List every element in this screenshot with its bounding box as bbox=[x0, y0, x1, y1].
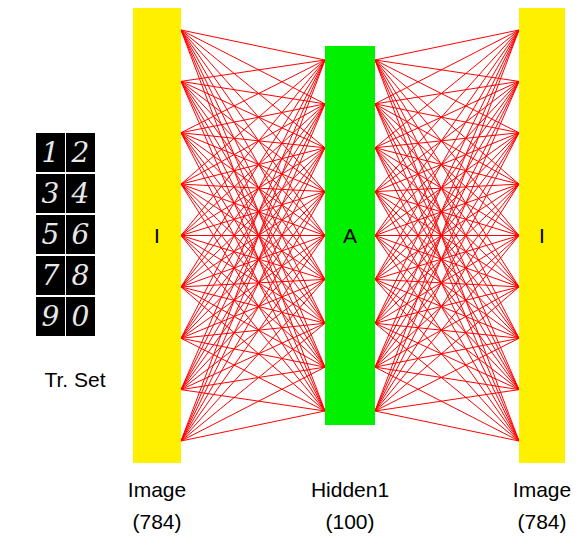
training-set-label: Tr. Set bbox=[25, 366, 125, 394]
layer-letter: I bbox=[519, 224, 565, 248]
layer-letter: A bbox=[325, 224, 375, 248]
training-digit: 3 bbox=[36, 174, 65, 213]
training-digit: 5 bbox=[36, 215, 65, 254]
full-connection-weights bbox=[375, 30, 519, 441]
training-digit: 4 bbox=[66, 174, 95, 213]
training-digit: 7 bbox=[36, 256, 65, 295]
training-digit: 6 bbox=[66, 215, 95, 254]
output-layer-band: IImage (784) bbox=[519, 8, 565, 463]
training-digit: 2 bbox=[66, 133, 95, 172]
training-digit: 0 bbox=[66, 297, 95, 336]
hidden-layer-band: AHidden1 (100) bbox=[325, 46, 375, 425]
training-digit: 8 bbox=[66, 256, 95, 295]
layer-letter: I bbox=[133, 224, 181, 248]
training-digit: 9 bbox=[36, 297, 65, 336]
layer-caption: Image (784) bbox=[502, 474, 579, 538]
full-connection-weights bbox=[181, 30, 325, 441]
training-digit: 1 bbox=[36, 133, 65, 172]
input-layer-band: IImage (784) bbox=[133, 8, 181, 463]
layer-caption: Hidden1 (100) bbox=[305, 474, 395, 538]
layer-caption: Image (784) bbox=[117, 474, 197, 538]
